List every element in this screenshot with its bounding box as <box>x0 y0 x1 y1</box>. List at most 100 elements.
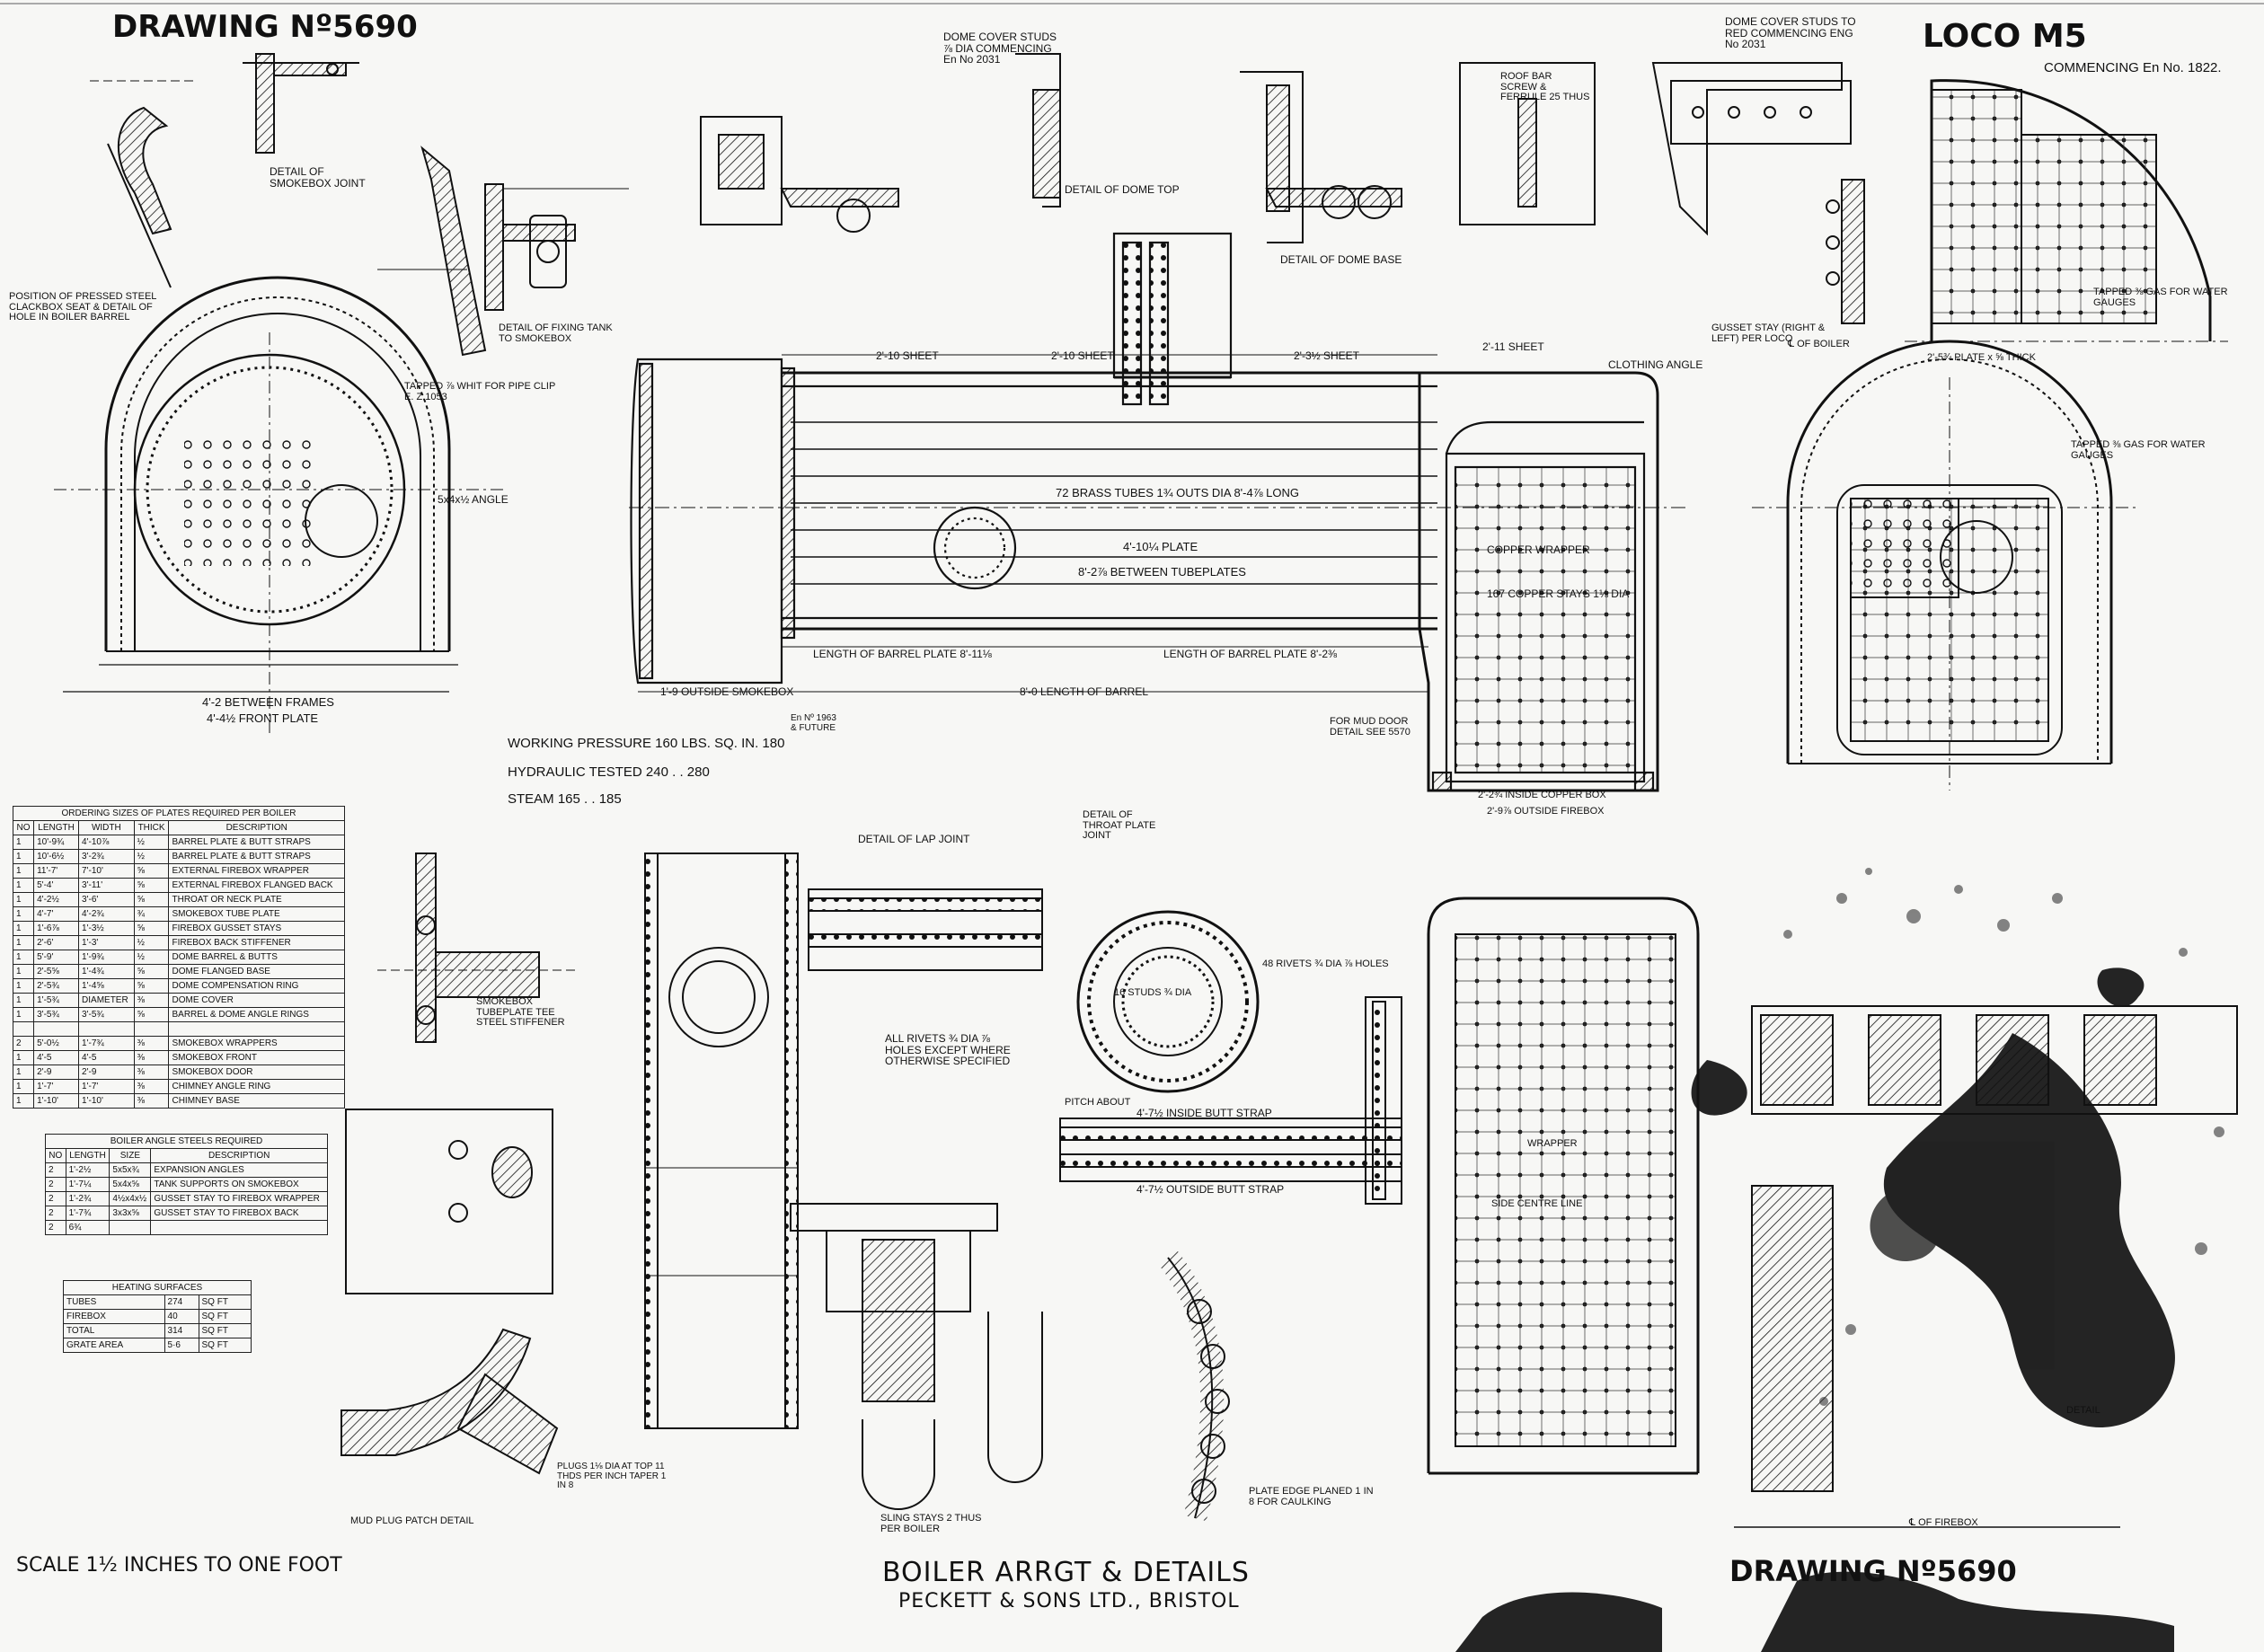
table-cell: 1 <box>12 935 35 950</box>
table-cell: 1'-4¾ <box>78 964 135 979</box>
table-cell: 2 <box>45 1220 66 1235</box>
table-cell: EXTERNAL FIREBOX WRAPPER <box>168 863 345 879</box>
table-cell: 1'-3' <box>78 935 135 950</box>
footer-drawing-no: DRAWING Nº5690 <box>1729 1554 2017 1588</box>
table-cell: 1 <box>12 878 35 893</box>
table-cell: FIREBOX GUSSET STAYS <box>168 921 345 936</box>
note-outside-butt: 4'-7½ OUTSIDE BUTT STRAP <box>1136 1183 1285 1196</box>
table-cell: 1'-7' <box>33 1079 80 1094</box>
table-cell: 3'-5¾ <box>78 1007 135 1022</box>
note-dome-studs-a: DOME COVER STUDS ⅞ DIA COMMENCING En No … <box>943 31 1057 66</box>
table-cell: 5'-4' <box>33 878 80 893</box>
table-cell: THROAT OR NECK PLATE <box>168 892 345 907</box>
table-cell: 274 <box>164 1294 199 1310</box>
table-cell: 2'-5¾ <box>33 978 80 994</box>
table-cell: 1'-4⅝ <box>78 978 135 994</box>
note-clothing-angle: CLOTHING ANGLE <box>1608 358 1703 371</box>
table-header: WIDTH <box>78 820 135 835</box>
table-cell: 1'-9¾ <box>78 950 135 965</box>
table-cell: 3'-6' <box>78 892 135 907</box>
table-cell: 1'-10' <box>33 1093 80 1109</box>
note-sheet-b: 2'-10 SHEET <box>1051 349 1114 362</box>
note-outside-smokebox: 1'-9 OUTSIDE SMOKEBOX <box>660 685 794 698</box>
boiler-section <box>629 232 1689 792</box>
pressure-working: WORKING PRESSURE 160 LBS. SQ. IN. 180 <box>508 736 785 751</box>
table-cell: 3'-2¾ <box>78 849 135 864</box>
note-front-plate: 4'-4½ FRONT PLATE <box>207 711 319 725</box>
table-cell: 3'-11' <box>78 878 135 893</box>
note-length-barrel: 8'-0 LENGTH OF BARREL <box>1020 685 1148 698</box>
note-detail-dome-base: DETAIL OF DOME BASE <box>1280 253 1402 266</box>
table-cell: 1'-2¾ <box>65 1191 111 1206</box>
table-cell: CHIMNEY BASE <box>168 1093 345 1109</box>
tube-plate-stiffener <box>377 853 575 1043</box>
table-row <box>12 1021 345 1037</box>
table-cell: ⅜ <box>133 1079 170 1094</box>
table-cell: 1 <box>12 1065 35 1080</box>
table-cell: FIREBOX BACK STIFFENER <box>168 935 345 950</box>
table-cell: 4'-5 <box>78 1050 135 1065</box>
note-rivets-48: 48 RIVETS ¾ DIA ⅞ HOLES <box>1262 959 1389 969</box>
note-plate-x: 2'-5¾ PLATE x ⅝ THICK <box>1927 352 2036 363</box>
table-cell: ½ <box>133 835 170 850</box>
table-cell: ⅝ <box>133 892 170 907</box>
note-sheet-d: 2'-11 SHEET <box>1482 340 1544 353</box>
note-gusset-stay: GUSSET STAY (RIGHT & LEFT) PER LOCO <box>1711 322 1826 344</box>
table-cell: SQ FT <box>198 1338 252 1353</box>
table-cell: 4'-2½ <box>33 892 80 907</box>
note-between-frames: 4'-2 BETWEEN FRAMES <box>202 695 334 709</box>
table-cell: DOME COMPENSATION RING <box>168 978 345 994</box>
pressure-note: En Nº 1963 & FUTURE <box>791 713 836 733</box>
table-cell: SMOKEBOX DOOR <box>168 1065 345 1080</box>
table-cell: DOME COVER <box>168 993 345 1008</box>
note-outside-firebox: 2'-9⅞ OUTSIDE FIREBOX <box>1487 806 1605 817</box>
loco-title: LOCO M5 <box>1923 18 2087 55</box>
table-cell: GUSSET STAY TO FIREBOX BACK <box>150 1206 328 1221</box>
table-cell: GRATE AREA <box>63 1338 165 1353</box>
table-cell: 1'-7¾ <box>78 1036 135 1051</box>
table-cell: 2'-5⅝ <box>33 964 80 979</box>
note-between-tubeplates: 8'-2⅞ BETWEEN TUBEPLATES <box>1078 565 1246 579</box>
table-cell: 3'-5¾ <box>33 1007 80 1022</box>
note-tapped-gas-top: TAPPED ⅜ GAS FOR WATER GAUGES <box>2093 287 2228 308</box>
butt-joint-detail <box>1158 1250 1230 1522</box>
table-cell: 2'-9 <box>78 1065 135 1080</box>
note-mud-plug: MUD PLUG PATCH DETAIL <box>350 1515 474 1526</box>
table-cell: 2'-6' <box>33 935 80 950</box>
table-cell: 1'-2½ <box>65 1162 111 1178</box>
table-cell <box>133 1021 170 1037</box>
table-header: DESCRIPTION <box>150 1148 328 1163</box>
note-mud-door: FOR MUD DOOR DETAIL SEE 5570 <box>1330 716 1411 738</box>
note-detail-lap: DETAIL OF LAP JOINT <box>858 833 970 845</box>
table-cell: EXPANSION ANGLES <box>150 1162 328 1178</box>
table-header: LENGTH <box>65 1148 111 1163</box>
table-cell: 2 <box>45 1177 66 1192</box>
table-cell: 2 <box>45 1191 66 1206</box>
table-cell: 1'-10' <box>78 1093 135 1109</box>
note-boiler-cl: ℄ OF BOILER <box>1788 339 1850 349</box>
table-cell: SQ FT <box>198 1294 252 1310</box>
table-cell: 1 <box>12 849 35 864</box>
table-cell: FIREBOX <box>63 1309 165 1324</box>
table-cell: ½ <box>133 935 170 950</box>
table-cell: SMOKEBOX FRONT <box>168 1050 345 1065</box>
table-cell <box>168 1021 345 1037</box>
table-cell: ⅝ <box>133 964 170 979</box>
table-cell: ⅜ <box>133 1065 170 1080</box>
